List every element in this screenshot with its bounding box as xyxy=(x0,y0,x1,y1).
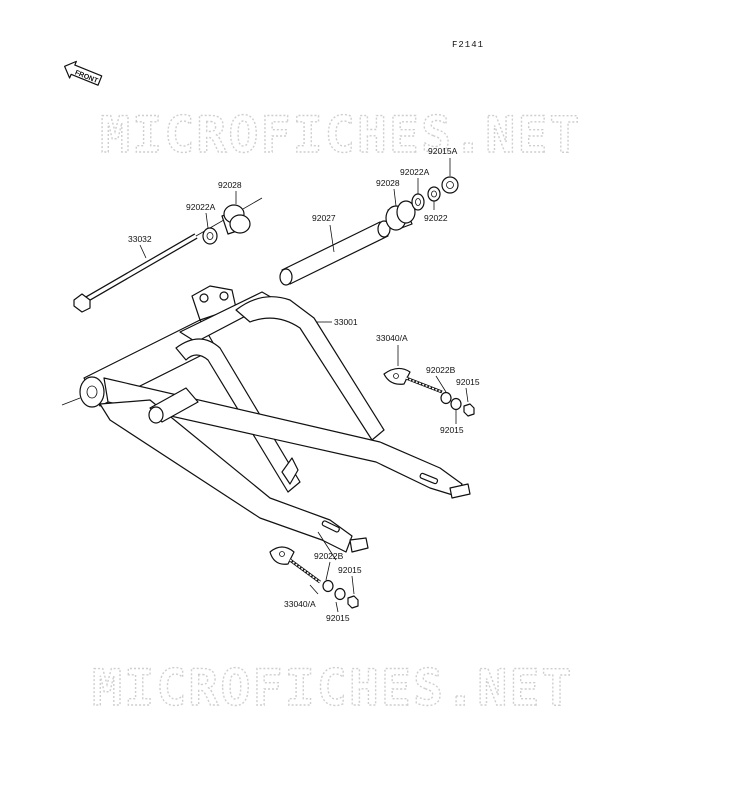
diagram-code: F2141 xyxy=(452,40,484,50)
watermark-bottom: MICROFICHES.NET xyxy=(92,659,574,717)
nut-92015-right-1 xyxy=(450,397,462,411)
callout-92027: 92027 xyxy=(312,213,336,223)
bushing-92028-right xyxy=(385,200,416,231)
nut-92015-right-2 xyxy=(463,403,475,417)
callout-33032: 33032 xyxy=(128,234,152,244)
pivot-shaft-33032 xyxy=(73,197,263,313)
callout-33001: 33001 xyxy=(334,317,358,327)
callout-92022B-right: 92022B xyxy=(426,365,456,375)
front-arrow-icon: FRONT xyxy=(64,60,103,86)
callout-33040A-right: 33040/A xyxy=(376,333,408,343)
callout-92028-right: 92028 xyxy=(376,178,400,188)
nut-92015-bottom-2 xyxy=(347,595,359,609)
callout-92022A-right: 92022A xyxy=(400,167,430,177)
callout-92015-right-2: 92015 xyxy=(440,425,464,435)
leader-lines xyxy=(139,158,469,613)
cap-92015A xyxy=(441,176,459,194)
swingarm-33001 xyxy=(61,285,471,553)
callout-92022A-left: 92022A xyxy=(186,202,216,212)
bushing-92028-left xyxy=(221,204,251,235)
callout-92028-left: 92028 xyxy=(218,180,242,190)
chain-adjuster-33040A-right xyxy=(383,367,443,394)
callout-92015-right-1: 92015 xyxy=(456,377,480,387)
nut-92015-bottom-1 xyxy=(334,587,346,601)
collar-92022A-left xyxy=(202,227,218,245)
callout-92015A-top: 92015A xyxy=(428,146,458,156)
chain-adjuster-33040A-bottom xyxy=(269,546,321,584)
collar-92022A-right xyxy=(411,193,425,211)
washer-92022B-right xyxy=(440,391,452,405)
callout-92022-right: 92022 xyxy=(424,213,448,223)
callout-33040A-bottom: 33040/A xyxy=(284,599,316,609)
callout-92015-bottom-1: 92015 xyxy=(338,565,362,575)
collar-92022-right xyxy=(427,186,441,202)
watermark-top: MICROFICHES.NET xyxy=(100,106,582,164)
callout-92015-bottom-2: 92015 xyxy=(326,613,350,623)
callout-92022B-bottom: 92022B xyxy=(314,551,344,561)
washer-92022B-bottom xyxy=(322,579,334,593)
sleeve-92027 xyxy=(279,220,391,286)
